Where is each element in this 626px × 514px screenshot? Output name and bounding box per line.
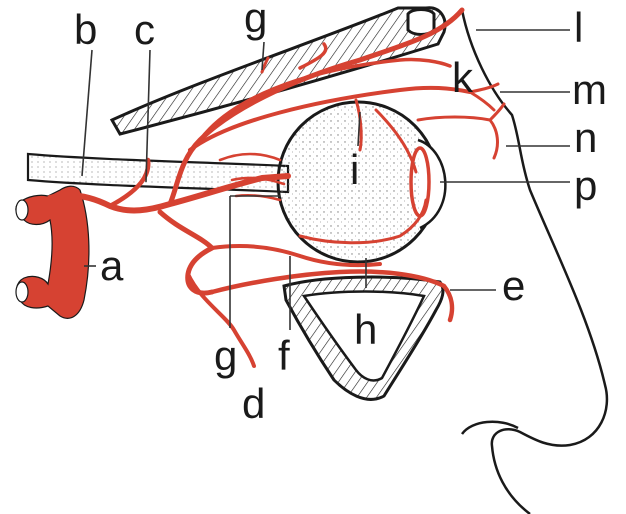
label-m: m — [572, 66, 607, 113]
label-g-bottom: g — [214, 332, 237, 379]
label-g-top: g — [244, 0, 267, 41]
label-p: p — [574, 162, 597, 209]
frontal-sinus — [408, 10, 434, 35]
label-i: i — [350, 146, 359, 193]
label-b: b — [74, 6, 97, 53]
carotid-lumen-bottom — [16, 282, 28, 302]
label-a: a — [100, 242, 124, 289]
label-h: h — [354, 306, 377, 353]
nostril-curve — [462, 422, 518, 434]
label-e: e — [502, 262, 525, 309]
label-d: d — [242, 380, 265, 427]
carotid-lumen-top — [16, 200, 28, 220]
label-k: k — [452, 54, 474, 101]
label-l: l — [574, 4, 583, 51]
label-c: c — [134, 6, 155, 53]
label-f: f — [278, 332, 290, 379]
label-n: n — [574, 114, 597, 161]
